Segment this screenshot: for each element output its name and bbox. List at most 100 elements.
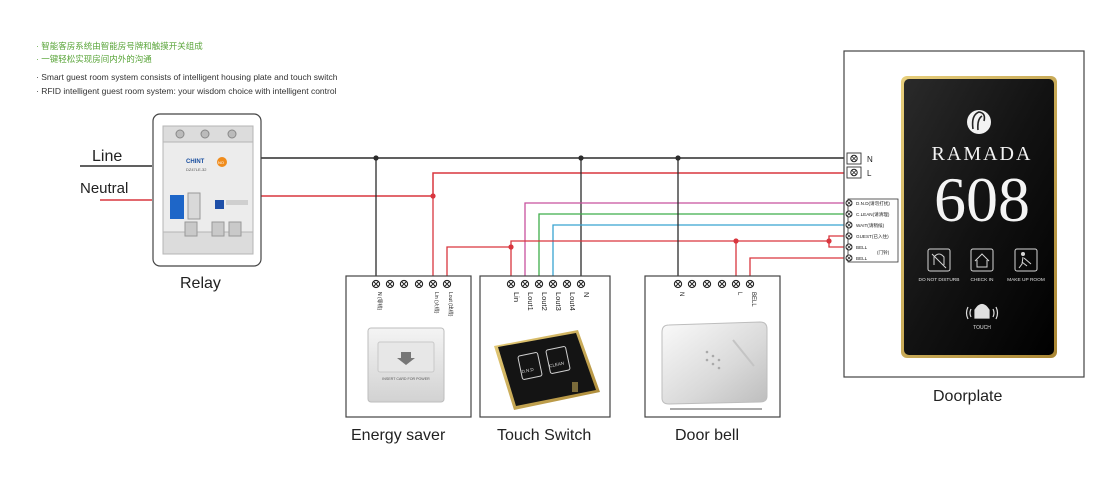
doorplate-icons [927,248,1038,272]
wait-wire [552,224,850,283]
terminal-label: Lout1 [526,292,535,311]
touch-switch-terminals [506,279,586,289]
clean-button-icon [545,346,571,374]
signal-terminal-label: WAIT(请稍候) [856,222,885,229]
note-en-2: · RFID intelligent guest room system: yo… [36,86,337,96]
relay-label-strip [226,200,248,205]
bell-touch-icon [965,303,999,320]
junction-dot [430,193,436,199]
touch-button-label: D.N.D [521,367,535,375]
terminal [673,279,683,289]
terminal-label: N [582,292,591,297]
relay-terminal-block [184,221,198,237]
note-cn-2: · 一键轻松实现房间内外的沟通 [36,54,152,64]
terminal-label: Lin [512,292,521,302]
terminal [371,279,381,289]
terminal [428,279,438,289]
terminal [414,279,424,289]
icon-label: CHECK IN [971,277,994,283]
neutral-wire-to-doorplate [432,172,850,196]
terminal-label: L [867,169,872,178]
relay-lever [170,195,184,219]
terminal-label: Lout2 [540,292,549,311]
bell-highlight [732,339,755,367]
relay-terminal-block [211,221,225,237]
icon-label: MAKE UP ROOM [1007,277,1045,283]
terminal [399,279,409,289]
line-label: Line [92,148,122,165]
terminal-label: Lout3 [554,292,563,311]
bell-speaker-icon [705,350,721,370]
touch-button-label: CLEAN [549,361,565,369]
terminal [562,279,572,289]
terminal [385,279,395,289]
energy-saver-terminals [371,279,452,289]
relay-screw [227,129,237,139]
terminal [548,279,558,289]
touch-panel-device: D.N.D CLEAN [494,330,600,410]
do-not-disturb-icon [927,248,951,272]
guest-wire [510,235,850,247]
relay-sticker [217,157,227,167]
door-bell: N L BELL [644,275,781,418]
doorplate: N L D.N.D(请勿打扰) C.LEAN(请清理) WAIT(请稍候) GU… [843,50,1085,378]
check-in-icon [970,248,994,272]
terminal [717,279,727,289]
terminal-label: Lout4 [568,292,577,311]
signal-terminal-label: D.N.D(请勿打扰) [856,200,890,207]
insert-arrow-icon [397,352,415,365]
terminal-label: N (零线) [376,292,383,311]
touch-switch-label: Touch Switch [497,427,591,444]
terminal [534,279,544,289]
terminal-label: BELL [750,292,756,307]
saver-out-wire [446,246,511,283]
relay-lever-housing [187,192,201,220]
doorplate-face [904,79,1054,355]
room-number: 608 [934,164,1030,235]
dnd-button-icon [517,352,543,380]
terminal [506,279,516,289]
touch-switch: Lin Lout1 Lout2 Lout3 Lout4 N D.N.D CLEA… [479,275,611,418]
relay: CHINT DZ47LE-32 NO [152,113,262,267]
terminal-label: Lin (火线) [433,292,440,314]
relay-label: Relay [180,275,221,292]
terminal [576,279,586,289]
door-bell-label: Door bell [675,427,739,444]
relay-terminal-block [228,221,242,237]
terminal [687,279,697,289]
bell-signal-wire [749,257,850,283]
doorplate-signal-terminals [845,198,899,263]
bell-note: (门铃) [877,249,890,256]
terminal [702,279,712,289]
relay-screw [200,129,210,139]
door-bell-terminals [673,279,755,289]
doorplate-brand: RAMADA [932,143,1033,165]
terminal-label: N [678,292,684,296]
relay-test-button [215,200,224,209]
energy-saver-label: Energy saver [351,427,446,444]
signal-terminal-label: BELL [856,256,868,261]
relay-brand: CHINT [186,159,205,165]
terminal [731,279,741,289]
junction-dot [733,238,739,244]
relay-screw [175,129,185,139]
signal-terminal-label: C.LEAN(请清理) [856,211,890,218]
terminal [442,279,452,289]
neutral-label: Neutral [80,180,128,197]
clean-wire [538,213,850,283]
signal-terminal-label: GUEST(已入住) [856,233,889,239]
touch-panel-clip [572,382,578,392]
junction-dot [675,155,681,161]
junction-dot [373,155,379,161]
icon-label: DO NOT DISTURB [919,277,960,283]
energy-saver: N (零线) Lin (火线) Lout (出线) INSERT CARD FO… [345,275,472,418]
touch-label: TOUCH [973,325,991,331]
card-text: INSERT CARD FOR POWER [382,377,430,381]
junction-dot [578,155,584,161]
terminal [520,279,530,289]
relay-bottom-terminals [162,231,254,255]
terminal-label: Lout (出线) [447,292,454,317]
dnd-wire [524,202,850,283]
doorplate-label: Doorplate [933,388,1002,405]
